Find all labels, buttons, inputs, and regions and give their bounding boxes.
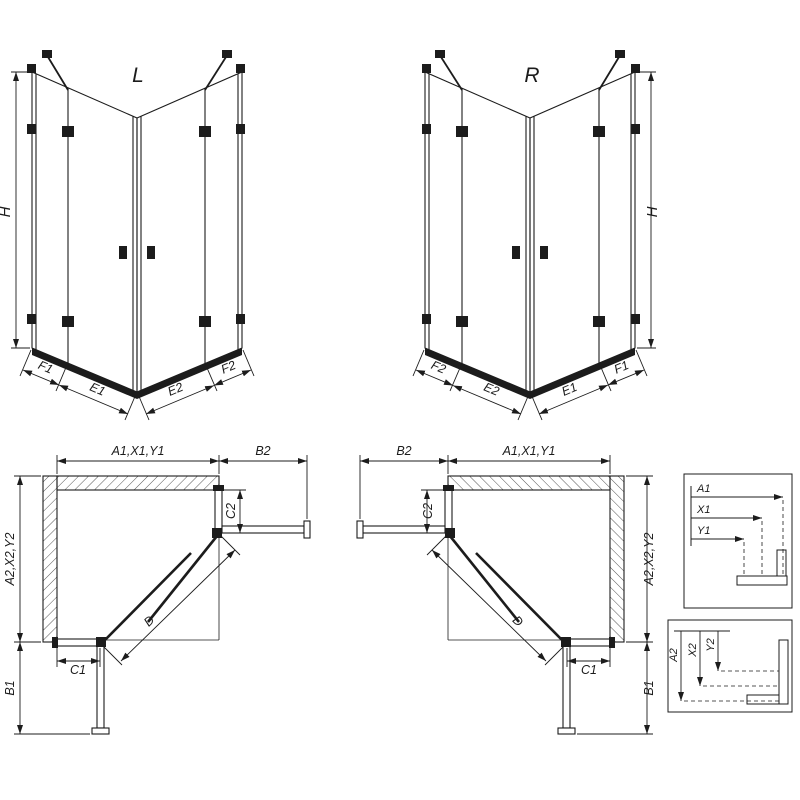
model-label-left: L <box>132 64 144 87</box>
dim-label-e2-left: E2 <box>166 380 186 399</box>
detail-dim-a2: A2 <box>668 648 680 662</box>
dim-label-c1-right: C1 <box>581 663 597 677</box>
detail-dim-y2: Y2 <box>705 638 717 651</box>
dim-label-e1-left: E1 <box>88 380 108 399</box>
dim-label-b2-left: B2 <box>255 444 270 458</box>
dim-label-b1-left: B1 <box>3 680 17 695</box>
dim-label-c2-left: C2 <box>224 503 238 519</box>
plan-view-left: A1,X1,Y1 B2 A2,X2,Y2 B1 C2 C1 D <box>3 444 310 734</box>
elevation-view-left: L H F1 E1 E2 F2 <box>0 50 254 420</box>
detail-dim-y1: Y1 <box>697 525 710 537</box>
dim-label-a2x2y2-left: A2,X2,Y2 <box>3 533 17 587</box>
detail-box-depth: A2 X2 Y2 <box>667 619 793 713</box>
plan-view-right: A1,X1,Y1 B2 A2,X2,Y2 B1 C2 C1 D <box>357 444 656 734</box>
dim-label-height-left: H <box>0 206 14 217</box>
dim-label-e1-right: E1 <box>560 380 580 399</box>
dim-label-c1-left: C1 <box>70 663 86 677</box>
dim-label-f1-left: F1 <box>36 358 55 377</box>
dim-label-f2-left: F2 <box>219 358 238 377</box>
dim-label-f2-right: F2 <box>429 358 448 377</box>
detail-dim-x1: X1 <box>696 504 710 516</box>
dim-label-a1x1y1-right: A1,X1,Y1 <box>502 444 556 458</box>
detail-dim-x2: X2 <box>687 643 699 657</box>
detail-box-width: A1 X1 Y1 <box>683 473 793 609</box>
dim-label-f1-right: F1 <box>612 358 631 377</box>
dim-label-e2-right: E2 <box>482 380 502 399</box>
dim-label-b2-right: B2 <box>396 444 411 458</box>
dim-label-c2-right: C2 <box>421 503 435 519</box>
model-label-right: R <box>524 64 539 87</box>
dim-label-b1-right: B1 <box>642 680 656 695</box>
elevation-view-right: R H F2 E2 E1 F1 <box>413 50 661 420</box>
dim-label-a2x2y2-right: A2,X2,Y2 <box>642 533 656 587</box>
dim-label-a1x1y1-left: A1,X1,Y1 <box>111 444 165 458</box>
detail-dim-a1: A1 <box>696 483 710 495</box>
dim-label-height-right: H <box>644 206 661 217</box>
